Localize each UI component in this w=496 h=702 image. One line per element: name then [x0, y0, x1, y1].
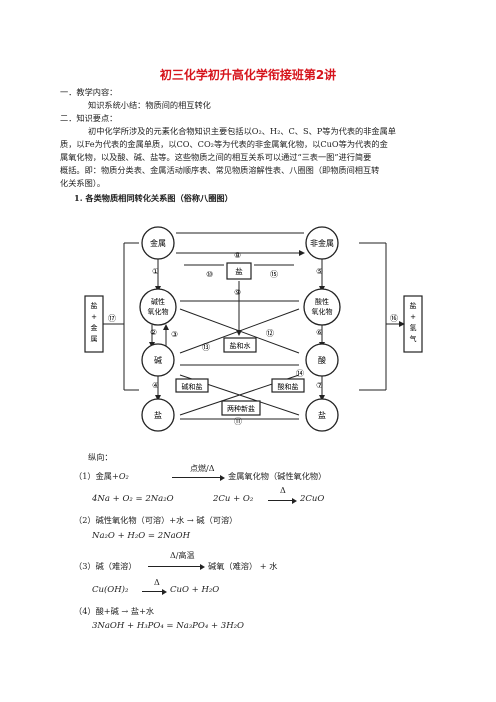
eight-circle-diagram: 金属 非金属 碱性 氧化物 酸性 氧化物 碱 酸 盐 盐 盐 盐和水 碱和盐 酸… [84, 226, 423, 432]
step-number: ⑭ [296, 369, 304, 378]
step-number: ③ [171, 330, 178, 339]
item-2-equation: Na₂O + H₂O = 2NaOH [92, 531, 191, 541]
node-base-salt: 碱和盐 [182, 382, 203, 391]
step-number: ⑨ [234, 288, 241, 297]
node-acid: 酸 [318, 355, 326, 365]
node-salt-top: 盐 [235, 266, 243, 276]
node-nonmetal: 非金属 [310, 238, 334, 248]
item-1-equation-a: 4Na + O₂ = 2Na₂O [92, 494, 174, 504]
node-salt-right: 盐 [318, 410, 326, 420]
node-basic-oxide: 碱性 [151, 297, 165, 306]
section-1-body: 知识系统小结：物质间的相互转化 [88, 100, 211, 110]
left-box-label: + [91, 313, 97, 321]
step-number: ⑦ [316, 381, 323, 390]
node-basic-oxide: 氧化物 [148, 307, 169, 316]
node-salt-water: 盐和水 [230, 341, 251, 350]
left-box-label: 金 [91, 323, 98, 332]
right-box-label: + [410, 313, 416, 321]
left-box-label: 盐 [91, 301, 98, 310]
section-1-heading: 一．教学内容： [60, 87, 118, 97]
node-acidic-oxide: 氧化物 [312, 307, 333, 316]
paragraph-line: 属氧化物，以及酸、碱、盐等。这些物质之间的相互关系可以通过“三表一图”进行简要 [60, 152, 372, 162]
step-number: ⑧ [234, 251, 241, 260]
right-box-label: 氢 [410, 323, 417, 332]
paragraph-line: 质，以Fe为代表的金属单质，以CO、CO₂等为代表的非金属氧化物，以CuO等为代… [60, 139, 388, 149]
item-3-label-b: 碱氧（难溶） + 水 [208, 561, 278, 571]
item-1-equation-b-left: 2Cu + O₂ [213, 494, 254, 504]
paragraph-line: 化关系图）。 [60, 178, 106, 188]
step-number: ⑬ [202, 343, 210, 352]
item-1-result: 金属氧化物（碱性氧化物） [228, 471, 327, 481]
step-number: ⑯ [390, 314, 398, 323]
paragraph-line: 概括。即：物质分类表、金属活动顺序表、常见物质溶解性表、八圈图（即物质间相互转 [60, 165, 380, 175]
item-1-condition: 点燃/Δ [190, 464, 215, 473]
step-number: ② [150, 328, 157, 337]
step-number: ⑩ [206, 270, 213, 279]
item-1-label: （1）金属+O₂ [74, 471, 129, 481]
item-4-equation: 3NaOH + H₃PO₄ = Na₃PO₄ + 3H₂O [92, 621, 244, 631]
item-2-label: （2）碱性氧化物（可溶）+水 → 碱（可溶） [74, 515, 238, 525]
step-number: ① [152, 267, 159, 276]
node-base: 碱 [154, 356, 162, 365]
node-acid-salt: 酸和盐 [278, 382, 299, 391]
step-number: ⑤ [316, 267, 323, 276]
item-1-arrow [172, 474, 225, 481]
item-3-arrow [148, 563, 205, 570]
item-3-label-a: （3）碱（难溶） [74, 561, 137, 571]
item-1-equation-b-arrow [268, 497, 297, 504]
node-metal: 金属 [150, 238, 166, 248]
item-1-equation-b-right: 2CuO [300, 494, 325, 504]
step-number: ④ [152, 381, 159, 390]
left-box-label: 属 [91, 335, 98, 343]
paragraph-line: 初中化学所涉及的元素化合物知识主要包括以O₂、H₂、C、S、P等为代表的非金属单 [88, 126, 396, 136]
item-3-equation-cond: Δ [154, 578, 160, 587]
section-2-heading: 二．知识要点： [60, 113, 118, 123]
page-title: 初三化学初升高化学衔接班第2讲 [159, 68, 337, 82]
step-number: ⑪ [234, 417, 242, 426]
zongxiang-label: 纵向： [88, 452, 113, 462]
item-3-equation-arrow [142, 588, 167, 595]
step-number: ⑮ [270, 270, 278, 279]
item-1-equation-b-cond: Δ [280, 486, 286, 495]
step-number: ⑥ [316, 328, 323, 337]
node-acidic-oxide: 酸性 [315, 297, 329, 306]
item-1-heading: 1. 各类物质相同转化关系图（俗称八圈图） [74, 193, 233, 203]
item-3-condition: Δ/高温 [170, 551, 195, 560]
step-number: ⑰ [108, 314, 116, 323]
node-two-salts: 两种新盐 [227, 404, 255, 413]
step-number: ⑫ [266, 329, 274, 338]
node-salt-left: 盐 [154, 410, 162, 420]
item-3-equation-right: CuO + H₂O [170, 585, 220, 595]
right-box-label: 气 [410, 334, 417, 343]
item-3-equation-left: Cu(OH)₂ [92, 585, 129, 595]
item-4-label: （4）酸+碱 → 盐+水 [74, 606, 155, 616]
right-box-label: 盐 [410, 301, 417, 310]
